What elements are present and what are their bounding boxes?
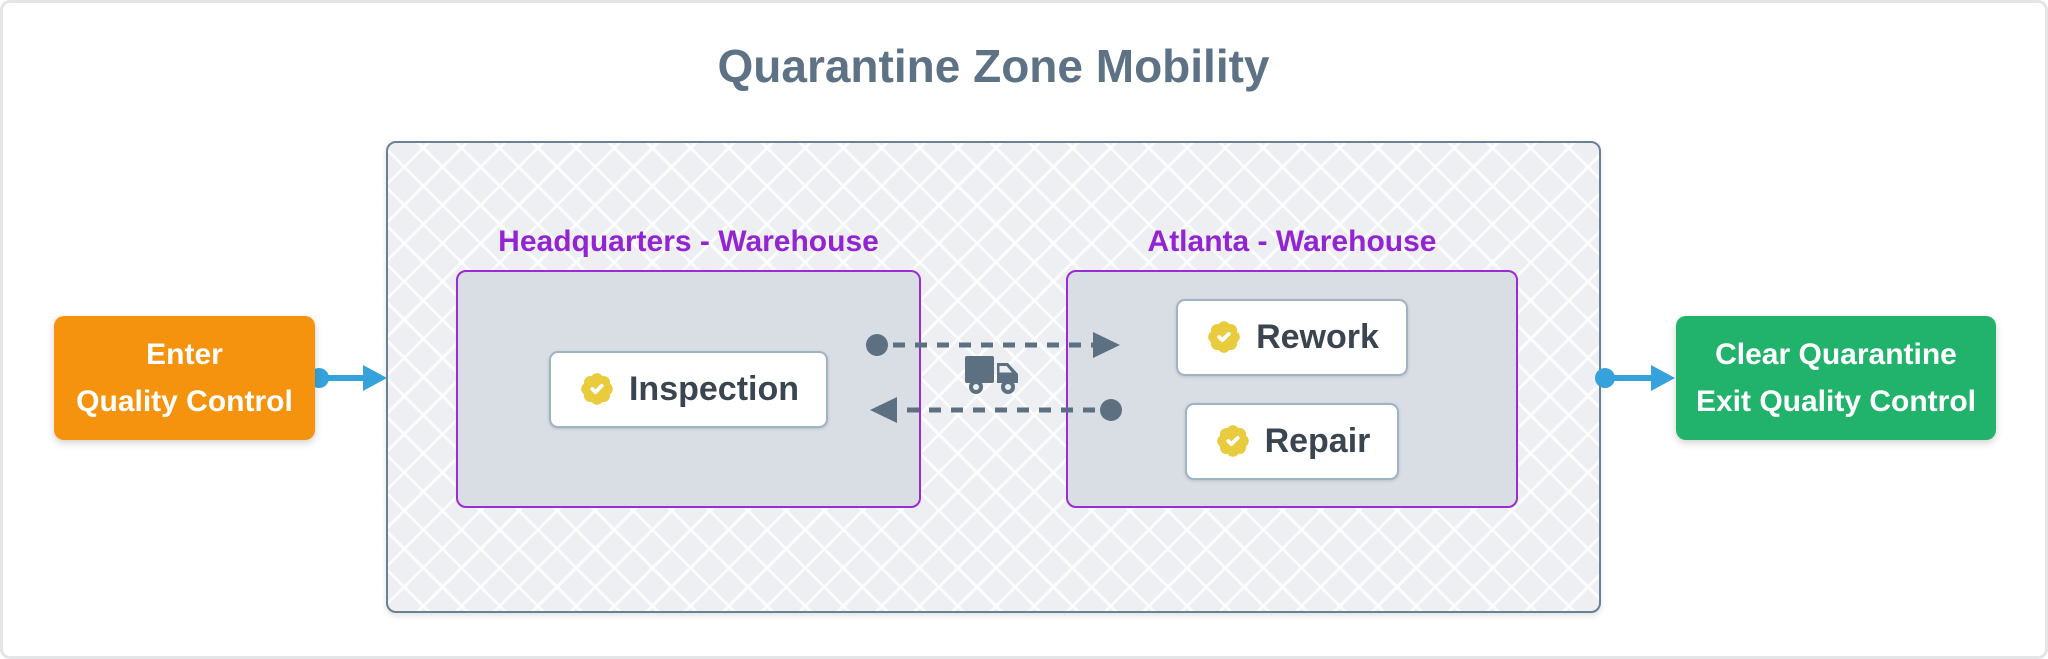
warehouse-label-atlanta: Atlanta - Warehouse xyxy=(1147,225,1437,258)
operation-label: Repair xyxy=(1264,421,1371,460)
enter-button-line2: Quality Control xyxy=(76,385,293,418)
exit-button-line1: Clear Quarantine xyxy=(1715,338,1957,371)
badge-check-icon xyxy=(1208,321,1240,353)
badge-check-icon xyxy=(581,373,613,405)
entry-connector-arrow xyxy=(309,365,387,391)
enter-quality-control-button[interactable]: Enter Quality Control xyxy=(54,316,315,440)
exit-button-line2: Exit Quality Control xyxy=(1695,385,1977,418)
warehouse-box-headquarters: Inspection xyxy=(456,270,921,508)
operation-card-rework[interactable]: Rework xyxy=(1176,298,1408,376)
truck-icon xyxy=(965,356,1018,394)
operation-label: Rework xyxy=(1256,317,1379,356)
clear-quarantine-exit-button[interactable]: Clear Quarantine Exit Quality Control xyxy=(1676,316,1996,440)
warehouse-label-headquarters: Headquarters - Warehouse xyxy=(498,225,879,258)
page-title: Quarantine Zone Mobility xyxy=(717,40,1270,92)
enter-button-line1: Enter xyxy=(146,338,223,371)
exit-connector-arrow xyxy=(1595,365,1675,391)
operation-label: Inspection xyxy=(628,369,800,408)
operation-card-repair[interactable]: Repair xyxy=(1184,402,1400,480)
badge-check-icon xyxy=(1216,425,1249,457)
operation-card-inspection[interactable]: Inspection xyxy=(548,350,829,428)
warehouse-box-atlanta: Rework Repair xyxy=(1066,270,1518,508)
